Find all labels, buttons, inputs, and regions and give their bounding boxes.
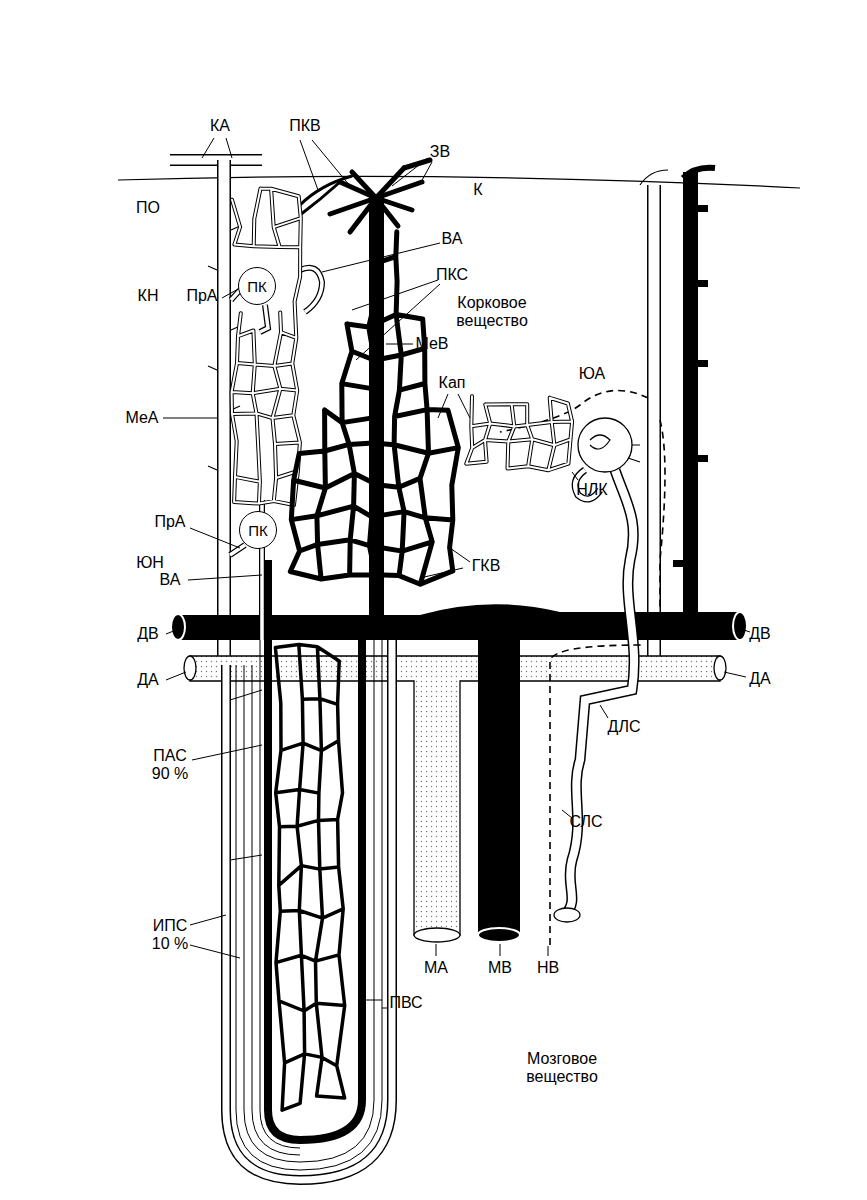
capillary-mesh [466,396,572,470]
glomerular-tuft [590,435,610,449]
node-label: ПК [247,278,267,295]
capillary-mesh [232,189,301,506]
vessel-label: Кап [439,374,466,392]
vessel-label: ПрА [186,287,217,305]
vessel-label: НВ [537,959,559,977]
vein-top [683,168,715,178]
vessel-label: ГКВ [472,557,501,575]
vessel-label: НЛК [576,481,607,499]
capillary-mesh [466,396,572,470]
vessel-end [714,656,726,680]
vessel-label: ДА [137,671,159,689]
vessel-label: МеВ [415,335,448,353]
vessel-label: МА [424,959,448,977]
vessel-label: ПО [136,199,160,217]
vessel-end [184,656,196,680]
artery [170,156,262,165]
vessel-label: ПВС [389,994,422,1012]
artery-outline [170,154,262,166]
vessel-label: ПКС [436,266,468,284]
vessel-label: ПрА [154,513,185,531]
artery-outline [647,185,661,660]
glomerulus-tubule [628,445,640,462]
capillary-network [232,189,572,1111]
vessel-label: Корковое вещество [437,294,547,330]
vessel-label: К [473,181,482,199]
vessel-label: ВА [442,230,463,248]
vessel-label: Мозговое вещество [512,1050,612,1086]
vessel-end [171,614,185,640]
vessel-end [414,928,460,942]
nerve-dashed [550,620,650,945]
capillary-mesh [290,232,458,584]
vasa-recta [226,560,392,1180]
stellate-veins [330,160,430,232]
superficial-veins [300,176,352,215]
interlobular-artery [649,185,660,660]
medullary-vein [478,640,520,935]
vessel-label: ИПС 10 % [145,917,195,953]
vessel-label: МеА [125,409,158,427]
glomerulus-circle: ПК [238,267,276,305]
tubule-end [554,908,580,922]
vessel-label: ЮН [136,554,164,572]
vessel-end [478,928,520,942]
vessel-label: КА [210,117,230,135]
artery-outline [217,160,231,660]
vessel-end [733,612,747,640]
vein-stubs [673,205,708,567]
nerve-dashed [660,420,665,610]
glomerulus-circle: ПК [239,511,277,549]
vessel-label: ДА [749,670,771,688]
nephron-tubule [565,470,634,915]
vessel-label: ДВ [137,625,159,643]
vessel-label: ПКВ [289,117,321,135]
vessel-label: ВА [160,571,181,589]
interlobular-vein [683,172,698,620]
vessel-label: СЛС [569,813,602,831]
vessel-label: МВ [488,959,512,977]
vessel-label: ЗВ [430,143,450,161]
vessel-label: ДЛС [608,718,641,736]
node-label: ПК [248,522,268,539]
leader-lines [163,138,750,1008]
artery-top [640,170,668,185]
glomerulus [578,418,632,472]
vessel-label: ДВ [749,625,771,643]
vessel-label: ЮА [579,365,605,383]
vessel-label: ПАС 90 % [145,747,195,783]
vessel-label: КН [138,287,159,305]
capillary-mesh [275,644,344,1110]
capillary-mesh [232,189,301,506]
interlobular-artery [219,160,230,660]
